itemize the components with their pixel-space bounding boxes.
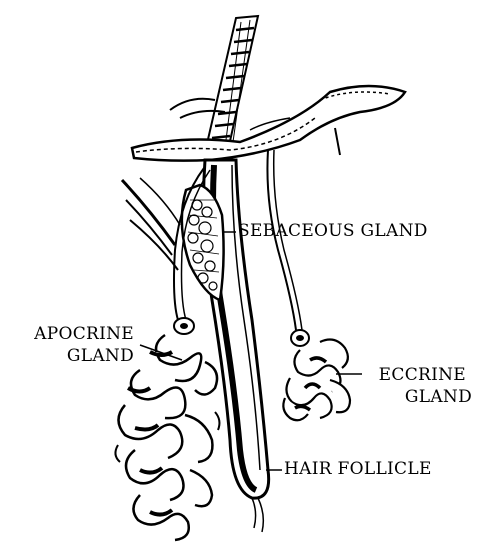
dermal-fibers [122,178,180,270]
apocrine-gland-label-line2: GLAND [6,346,134,366]
apocrine-gland-label-line1: APOCRINE [6,324,134,344]
eccrine-gland-coils [283,340,350,421]
eccrine-duct [267,150,309,346]
eccrine-gland-label-line2: GLAND [362,387,472,407]
eccrine-gland-label-line1: ECCRINE [362,365,466,385]
hair-follicle-label: HAIR FOLLICLE [284,459,432,479]
sebaceous-gland-label: SEBACEOUS GLAND [238,221,428,241]
skin-surface [132,86,405,161]
sebaceous-gland-shape [182,185,224,300]
